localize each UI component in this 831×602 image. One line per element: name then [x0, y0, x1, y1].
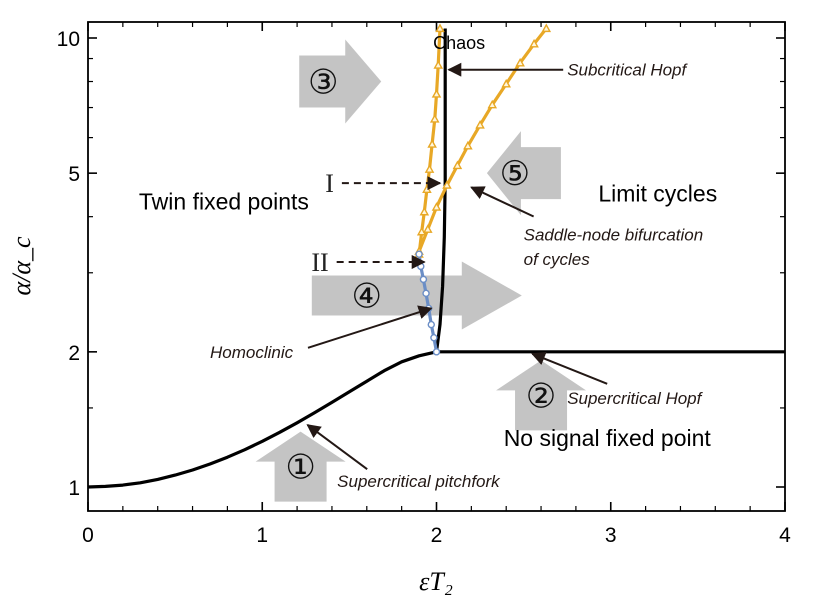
circle-marker	[432, 348, 441, 356]
x-axis-label: εT₂	[419, 567, 453, 596]
y-axis-label: α/α_c	[7, 236, 36, 296]
circle-marker	[419, 275, 428, 284]
triangle-marker	[515, 57, 525, 67]
triangle-marker	[435, 23, 445, 33]
series-layer	[87, 23, 785, 489]
triangle-marker	[541, 23, 552, 33]
y-tick-label: 2	[68, 342, 80, 365]
y-tick-label: 10	[57, 28, 80, 51]
right-arrow-shape	[299, 39, 382, 124]
annotation-pointer	[307, 305, 433, 349]
up-arrow-shape	[496, 360, 587, 431]
series-line	[434, 28, 447, 353]
series-line	[417, 28, 442, 255]
triangle-marker	[422, 224, 433, 233]
region-label: Limit cycles	[598, 181, 717, 207]
arrow-number-label: ①	[285, 448, 315, 488]
x-tick-label: 3	[605, 524, 617, 547]
annotation-label: Supercritical Hopf	[567, 389, 703, 408]
triangle-marker	[416, 226, 427, 236]
annotation-label: of cycles	[524, 250, 591, 269]
annotation-label: Subcritical Hopf	[567, 61, 688, 80]
triangle-marker	[431, 202, 442, 211]
triangle-marker	[452, 160, 463, 170]
triangle-marker	[529, 38, 539, 48]
transition-arrows: ① ② ③ ④ ⑤	[255, 39, 587, 502]
y-tick-label: 1	[68, 477, 80, 500]
region-label: No signal fixed point	[504, 425, 712, 451]
triangle-marker	[501, 78, 511, 88]
triangle-marker	[419, 206, 430, 216]
right-arrow-shape	[311, 261, 522, 330]
x-tick-label: 1	[256, 524, 268, 547]
axis-ticks: 0 1 2 3 4 1 2 5 10	[57, 22, 791, 547]
annotation-label: Homoclinic	[210, 343, 294, 362]
x-tick-label: 4	[779, 524, 791, 547]
region-label: Chaos	[433, 33, 485, 53]
up-arrow-shape	[255, 431, 346, 502]
annotation-label: Saddle-node bifurcation	[524, 226, 704, 245]
annotation-pointer	[306, 424, 368, 471]
triangle-marker	[431, 89, 442, 98]
annotation-pointer	[470, 186, 535, 218]
arrow-number-label: ③	[308, 63, 338, 103]
triangle-marker	[463, 140, 473, 150]
series-line	[417, 27, 548, 252]
triangle-marker	[487, 99, 498, 109]
annotation-label: Supercritical pitchfork	[337, 472, 501, 491]
triangle-marker	[427, 139, 437, 148]
roman-marker: I	[325, 169, 334, 198]
x-tick-label: 0	[82, 524, 94, 547]
arrow-number-label: ④	[352, 276, 382, 316]
triangle-marker	[433, 60, 444, 69]
triangle-marker	[422, 184, 432, 194]
x-tick-label: 2	[431, 524, 443, 547]
triangle-marker	[475, 119, 485, 129]
circle-marker	[417, 262, 425, 271]
region-label: Twin fixed points	[139, 189, 309, 215]
circle-marker	[422, 289, 430, 298]
roman-marker: II	[311, 248, 328, 277]
triangle-marker	[442, 180, 452, 189]
triangle-marker	[424, 164, 435, 173]
arrow-number-label: ⑤	[500, 154, 530, 194]
circle-marker	[415, 250, 423, 258]
left-arrow-shape	[486, 131, 561, 216]
arrow-number-label: ②	[526, 376, 556, 416]
y-tick-label: 5	[68, 163, 80, 186]
circle-marker	[430, 334, 438, 342]
annotation-pointer	[531, 351, 608, 385]
series-line	[87, 350, 437, 489]
circle-marker	[427, 320, 435, 329]
triangle-marker	[429, 113, 440, 123]
